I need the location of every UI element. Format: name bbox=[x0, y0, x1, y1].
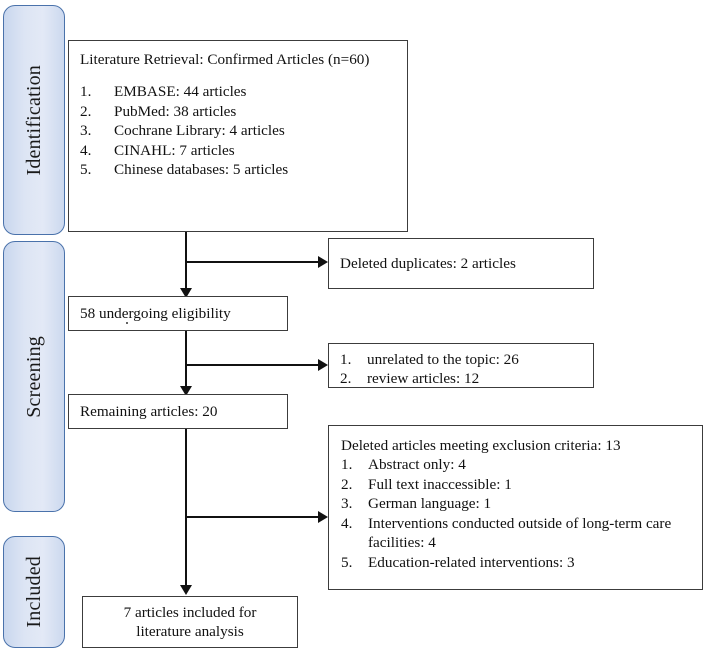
arrowhead-into-duplicates bbox=[318, 256, 328, 268]
list-item-number: 1. bbox=[340, 351, 352, 368]
list-item: 5. Education-related interventions: 3 bbox=[341, 553, 692, 572]
list-item-label: Full text inaccessible: 1 bbox=[368, 475, 512, 493]
connector-retrieval-to-eligibility bbox=[185, 232, 187, 289]
list-item-number: 1. bbox=[80, 83, 92, 101]
list-item-number: 3. bbox=[341, 495, 353, 513]
list-item: 1. Abstract only: 4 bbox=[341, 455, 692, 474]
box-exclusion-criteria: Deleted articles meeting exclusion crite… bbox=[328, 425, 703, 590]
list-item-number: 2. bbox=[341, 475, 353, 493]
list-item-label: Cochrane Library: 4 articles bbox=[114, 122, 285, 140]
list-item-label: EMBASE: 44 articles bbox=[114, 83, 247, 101]
box-deleted-duplicates: Deleted duplicates: 2 articles bbox=[328, 238, 594, 289]
connector-remaining-to-included bbox=[185, 429, 187, 586]
list-item: 5. Chinese databases: 5 articles bbox=[80, 160, 396, 179]
list-item-label: CINAHL: 7 articles bbox=[114, 141, 235, 159]
list-item-number: 5. bbox=[80, 161, 92, 179]
list-item: 4. CINAHL: 7 articles bbox=[80, 141, 396, 160]
exclusion-criteria-list: 1. Abstract only: 4 2. Full text inacces… bbox=[341, 455, 692, 572]
stray-dot-artifact bbox=[126, 322, 128, 324]
deleted-duplicates-text: Deleted duplicates: 2 articles bbox=[340, 254, 516, 272]
list-item-number: 4. bbox=[341, 514, 353, 532]
list-item-label: Interventions conducted outside of long-… bbox=[368, 514, 672, 552]
arrowhead-into-included bbox=[180, 585, 192, 595]
list-item-number: 4. bbox=[80, 141, 92, 159]
stage-label-screening-text: Screening bbox=[23, 335, 45, 418]
stage-label-identification: Identification bbox=[3, 5, 65, 235]
connector-to-exclusion-criteria bbox=[186, 516, 319, 518]
stage-label-included-text: Included bbox=[23, 556, 45, 628]
list-item-label: Education-related interventions: 3 bbox=[368, 553, 575, 571]
list-item-label: review articles: 12 bbox=[367, 370, 480, 388]
arrowhead-into-exclusion-criteria bbox=[318, 511, 328, 523]
screened-out-list: 1. unrelated to the topic: 26 2. review … bbox=[340, 350, 582, 389]
remaining-articles-text: Remaining articles: 20 bbox=[80, 402, 218, 420]
arrowhead-into-screened-out bbox=[318, 359, 328, 371]
connector-to-screened-out bbox=[186, 364, 319, 366]
connector-to-duplicates bbox=[186, 261, 319, 263]
list-item: 1. EMBASE: 44 articles bbox=[80, 82, 396, 101]
connector-eligibility-to-remaining bbox=[185, 331, 187, 387]
undergoing-eligibility-text: 58 undergoing eligibility bbox=[80, 304, 231, 322]
list-item: 1. unrelated to the topic: 26 bbox=[340, 350, 582, 369]
retrieval-source-list: 1. EMBASE: 44 articles 2. PubMed: 38 art… bbox=[80, 82, 396, 179]
list-item-label: unrelated to the topic: 26 bbox=[367, 351, 519, 368]
box-remaining-articles: Remaining articles: 20 bbox=[68, 394, 288, 429]
included-articles-text: 7 articles included for literature analy… bbox=[123, 603, 257, 640]
retrieval-spacer bbox=[80, 69, 396, 82]
stage-label-screening: Screening bbox=[3, 241, 65, 512]
box-included-articles: 7 articles included for literature analy… bbox=[82, 596, 298, 648]
box-literature-retrieval: Literature Retrieval: Confirmed Articles… bbox=[68, 40, 408, 232]
list-item: 3. German language: 1 bbox=[341, 494, 692, 513]
list-item-label: German language: 1 bbox=[368, 495, 492, 513]
list-item-number: 5. bbox=[341, 553, 353, 571]
list-item: 2. review articles: 12 bbox=[340, 369, 582, 388]
list-item-label: Chinese databases: 5 articles bbox=[114, 161, 289, 179]
arrowhead-into-remaining bbox=[180, 386, 192, 396]
list-item-label: Abstract only: 4 bbox=[368, 456, 466, 474]
box-undergoing-eligibility: 58 undergoing eligibility bbox=[68, 296, 288, 331]
arrowhead-into-eligibility bbox=[180, 288, 192, 298]
retrieval-title: Literature Retrieval: Confirmed Articles… bbox=[80, 51, 370, 68]
list-item-label: PubMed: 38 articles bbox=[114, 102, 237, 120]
list-item: 2. Full text inaccessible: 1 bbox=[341, 475, 692, 494]
list-item-number: 2. bbox=[340, 370, 352, 388]
list-item: 4. Interventions conducted outside of lo… bbox=[341, 514, 692, 553]
list-item-number: 1. bbox=[341, 456, 353, 474]
list-item-number: 3. bbox=[80, 122, 92, 140]
list-item-number: 2. bbox=[80, 102, 92, 120]
box-screened-out-reasons: 1. unrelated to the topic: 26 2. review … bbox=[328, 343, 594, 388]
list-item: 2. PubMed: 38 articles bbox=[80, 102, 396, 121]
stage-label-identification-text: Identification bbox=[23, 64, 45, 176]
list-item: 3. Cochrane Library: 4 articles bbox=[80, 121, 396, 140]
exclusion-criteria-title: Deleted articles meeting exclusion crite… bbox=[341, 437, 621, 454]
stage-label-included: Included bbox=[3, 536, 65, 648]
